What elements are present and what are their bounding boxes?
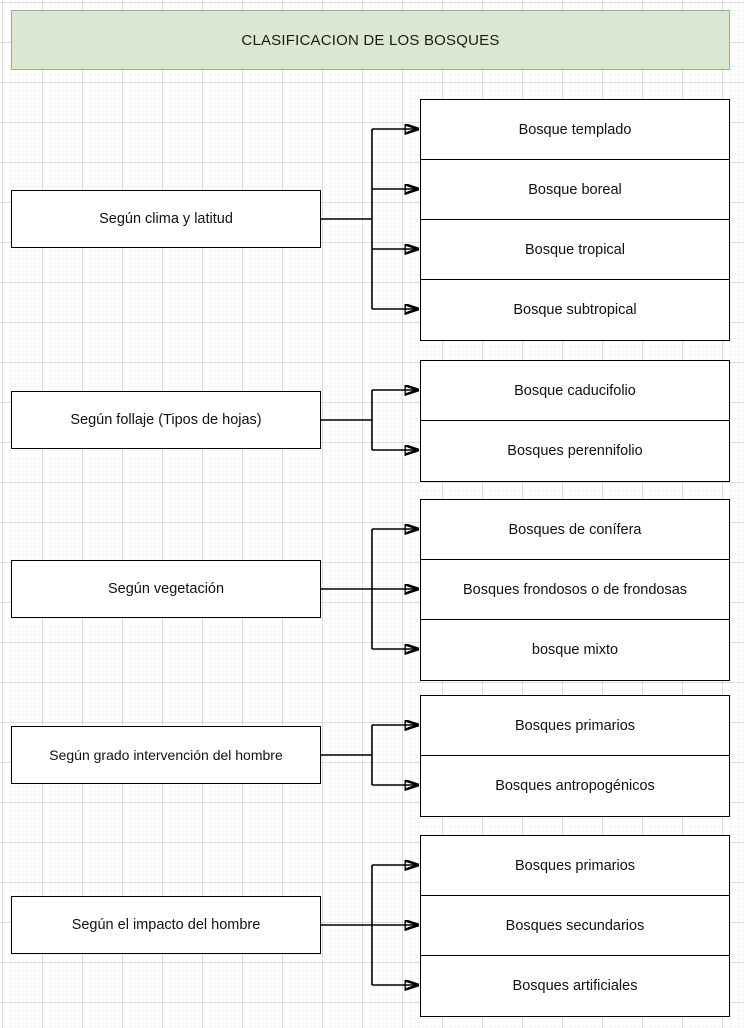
child-label: Bosques frondosos o de frondosas [462, 581, 688, 598]
child-box[interactable]: Bosques primarios [421, 836, 729, 896]
child-box[interactable]: Bosque tropical [421, 220, 729, 280]
child-stack-vegetacion: Bosques de conífera Bosques frondosos o … [420, 499, 730, 681]
child-label: Bosques artificiales [512, 978, 638, 994]
diagram-title-banner: CLASIFICACION DE LOS BOSQUES [11, 10, 730, 70]
child-label: Bosques primarios [514, 857, 636, 874]
category-label: Según el impacto del hombre [71, 917, 261, 933]
child-label: Bosques de conífera [508, 521, 642, 538]
connector-group-2 [321, 390, 418, 450]
category-label: Según follaje (Tipos de hojas) [70, 412, 262, 428]
connector-group-1 [321, 129, 418, 309]
category-box-impacto-hombre[interactable]: Según el impacto del hombre [11, 896, 321, 954]
child-box[interactable]: Bosques perennifolio [421, 421, 729, 481]
category-box-clima-latitud[interactable]: Según clima y latitud [11, 190, 321, 248]
child-box[interactable]: Bosques de conífera [421, 500, 729, 560]
child-label: Bosques perennifolio [507, 443, 643, 459]
child-stack-follaje: Bosque caducifolio Bosques perennifolio [420, 360, 730, 482]
child-stack-grado-intervencion: Bosques primarios Bosques antropogénicos [420, 695, 730, 817]
child-label: Bosque caducifolio [514, 382, 636, 399]
child-label: Bosque boreal [528, 181, 622, 198]
child-label: Bosques secundarios [505, 917, 645, 934]
category-box-follaje[interactable]: Según follaje (Tipos de hojas) [11, 391, 321, 449]
connector-group-5 [321, 865, 418, 985]
child-box[interactable]: Bosque caducifolio [421, 361, 729, 421]
child-stack-clima-latitud: Bosque templado Bosque boreal Bosque tro… [420, 99, 730, 341]
child-box[interactable]: Bosque subtropical [421, 280, 729, 340]
child-label: Bosque tropical [525, 241, 625, 258]
connector-group-3 [321, 529, 418, 649]
child-label: Bosque subtropical [513, 302, 637, 318]
child-stack-impacto-hombre: Bosques primarios Bosques secundarios Bo… [420, 835, 730, 1017]
page-title: CLASIFICACION DE LOS BOSQUES [241, 31, 500, 49]
child-box[interactable]: Bosques artificiales [421, 956, 729, 1016]
child-label: Bosque templado [518, 121, 632, 138]
child-box[interactable]: Bosques antropogénicos [421, 756, 729, 816]
child-box[interactable]: Bosques primarios [421, 696, 729, 756]
child-box[interactable]: Bosque boreal [421, 160, 729, 220]
category-label: Según grado intervención del hombre [49, 747, 283, 763]
category-box-vegetacion[interactable]: Según vegetación [11, 560, 321, 618]
category-box-grado-intervencion[interactable]: Según grado intervención del hombre [11, 726, 321, 784]
child-label: bosque mixto [531, 642, 619, 658]
child-label: Bosques antropogénicos [495, 778, 655, 794]
child-box[interactable]: Bosques secundarios [421, 896, 729, 956]
connector-group-4 [321, 725, 418, 785]
category-label: Según clima y latitud [99, 211, 233, 227]
child-box[interactable]: bosque mixto [421, 620, 729, 680]
child-box[interactable]: Bosques frondosos o de frondosas [421, 560, 729, 620]
child-box[interactable]: Bosque templado [421, 100, 729, 160]
category-label: Según vegetación [107, 581, 225, 597]
child-label: Bosques primarios [514, 717, 636, 734]
